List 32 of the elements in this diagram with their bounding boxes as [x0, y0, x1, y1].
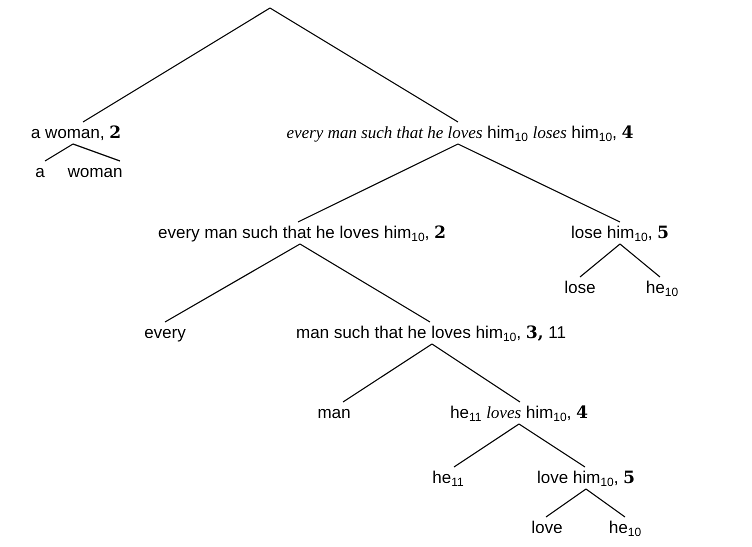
tree-branch-line [72, 143, 120, 162]
tree-branch-line [620, 244, 660, 278]
tree-branch-line [586, 488, 626, 518]
tree-branch-line [270, 7, 458, 123]
tree-node-label: woman [68, 161, 122, 183]
tree-branch-line [454, 424, 520, 468]
tree-branch-line [432, 344, 520, 402]
tree-node-label: love him$_{10}$, 5 [537, 467, 635, 489]
tree-node-label: man such that he loves him$_{10}$, 3, 11 [296, 322, 566, 344]
tree-node-label: love [531, 517, 563, 539]
tree-branch-line [580, 244, 620, 278]
tree-branch-line [518, 424, 586, 468]
tree-node-label: he$_{10}$ [608, 517, 642, 539]
tree-node-label: a woman, 2 [30, 122, 122, 144]
tree-node-label: man [317, 402, 351, 424]
tree-branch-line [458, 143, 620, 223]
tree-branch-line [300, 243, 430, 323]
tree-node-label: he$_{11}$ loves him$_{10}$, 4 [450, 402, 588, 424]
tree-node-label: every man such that he loves him$_{10}$ loses him$_{10}$, 4 [286, 122, 634, 144]
tree-node-label: lose [564, 277, 596, 299]
tree-node-label: every [144, 322, 186, 344]
tree-branch-line [342, 344, 432, 402]
tree-node-label: every man such that he loves him$_{10}$, 2 [158, 222, 446, 244]
tree-branch-line [82, 7, 270, 123]
tree-branch-line [298, 143, 458, 223]
tree-node-label: he$_{10}$ [646, 277, 678, 299]
tree-branch-line [44, 143, 74, 162]
tree-branch-line [164, 243, 300, 323]
tree-node-label: lose him$_{10}$, 5 [571, 222, 669, 244]
tree-node-label: he$_{11}$ [432, 467, 464, 489]
tree-node-label: a [35, 161, 45, 183]
tree-branch-line [546, 488, 586, 518]
